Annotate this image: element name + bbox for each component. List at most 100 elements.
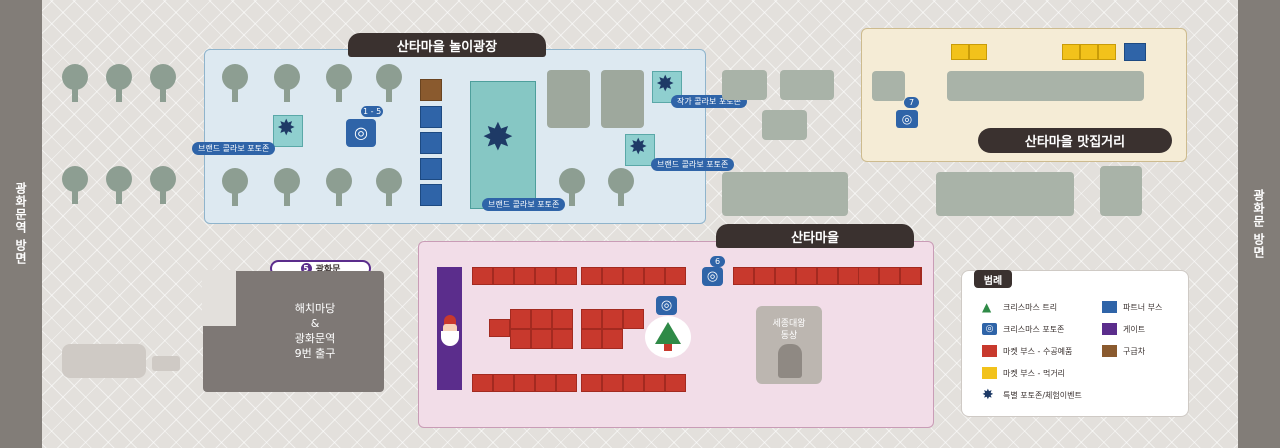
legend-item-label: 게이트 [1123, 324, 1146, 334]
tree [376, 64, 402, 104]
santa-face [443, 324, 457, 334]
building [722, 172, 848, 216]
craft-booth [535, 374, 556, 392]
craft-booth [623, 267, 644, 285]
partner-booth [1124, 43, 1146, 61]
camera-icon: ◎ [346, 119, 376, 147]
tree [274, 64, 300, 104]
building [872, 71, 905, 101]
legend-item-label: 마켓 부스 - 수공예품 [1003, 346, 1073, 356]
craft-booth [644, 374, 665, 392]
craft-booth [602, 267, 623, 285]
craft-booth [489, 319, 510, 337]
food-booth [969, 44, 987, 60]
red-square [982, 345, 997, 357]
building [722, 70, 767, 100]
building [780, 70, 834, 100]
legend-item-label: 파트너 부스 [1123, 302, 1163, 312]
tree [326, 168, 352, 208]
craft-booth [531, 329, 552, 349]
purple-square [1102, 323, 1117, 335]
legend-item: 마켓 부스 - 수공예품 [982, 345, 1072, 357]
legend-item-label: 크리스마스 포토존 [1003, 324, 1065, 334]
right-direction-band: 광화문 방면 [1238, 0, 1280, 448]
craft-booth [900, 267, 921, 285]
burst-icon: ✸ [482, 115, 514, 159]
craft-booth [472, 267, 493, 285]
haechi-madang-label: 해치마당 & 광화문역 9번 출구 [294, 302, 336, 360]
camera-icon: ◎ [982, 323, 997, 335]
food-booth [1080, 44, 1098, 60]
building [762, 110, 807, 140]
camera-number-label: 6 [710, 256, 725, 267]
statue-figure [778, 344, 802, 378]
craft-booth [858, 267, 879, 285]
photo-zone-box [625, 134, 655, 166]
craft-booth [623, 309, 644, 329]
burst-icon: ✸ [629, 135, 648, 160]
tree [150, 64, 176, 104]
central-photo-zone [470, 81, 536, 209]
food-booth [951, 44, 969, 60]
building [547, 70, 590, 128]
craft-booth [665, 267, 686, 285]
camera-number-label: 1 - 5 [361, 106, 384, 117]
brand-collab-photo-tag: 브랜드 콜라보 포토존 [192, 142, 276, 155]
food-booth [1098, 44, 1116, 60]
santa-hat [444, 315, 456, 325]
tree [150, 166, 176, 206]
legend-item: ◎ 크리스마스 포토존 [982, 323, 1064, 335]
craft-booth [510, 329, 531, 349]
statue-label: 세종대왕 동상 [772, 319, 806, 341]
left-direction-label: 광화문역 방면 [13, 182, 28, 266]
underground-structure [152, 356, 180, 371]
tree [106, 64, 132, 104]
partner-booth [420, 106, 442, 128]
craft-booth [733, 267, 754, 285]
craft-booth [493, 267, 514, 285]
building [601, 70, 644, 128]
craft-booth [510, 309, 531, 329]
craft-booth [493, 374, 514, 392]
sejong-statue: 세종대왕 동상 [756, 306, 822, 384]
tree [608, 168, 634, 208]
craft-booth [665, 374, 686, 392]
legend-item: ✸ 특별 포토존/체험이벤트 [982, 387, 1082, 403]
tree [559, 168, 585, 208]
exit-label-text: 광화문 [315, 265, 341, 275]
camera-number-label: 7 [904, 97, 919, 108]
craft-booth [514, 374, 535, 392]
tree [326, 64, 352, 104]
camera-icon: ◎ [896, 110, 918, 128]
food-booth [1062, 44, 1080, 60]
right-direction-label: 광화문 방면 [1251, 188, 1266, 260]
legend-item: 게이트 [1102, 323, 1145, 335]
food-street-title: 산타마을 맛집거리 [978, 128, 1172, 153]
craft-booth [796, 267, 817, 285]
craft-booth [531, 309, 552, 329]
partner-booth [420, 158, 442, 180]
haechi-madang-area: 해치마당 & 광화문역 9번 출구 [202, 270, 384, 392]
craft-booth [556, 267, 577, 285]
craft-booth [514, 267, 535, 285]
legend-item-label: 마켓 부스 - 먹거리 [1003, 368, 1066, 378]
legend-item: ▲크리스마스 트리 [982, 301, 1057, 313]
craft-booth [472, 374, 493, 392]
santa-beard [441, 331, 459, 346]
legend-item-label: 특별 포토존/체험이벤트 [1003, 390, 1082, 400]
craft-booth [556, 374, 577, 392]
craft-booth [838, 267, 859, 285]
craft-booth [535, 267, 556, 285]
craft-booth [644, 267, 665, 285]
blue-square [1102, 301, 1117, 313]
burst-icon: ✸ [982, 387, 994, 403]
burst-icon: ✸ [277, 116, 296, 141]
camera-icon: ◎ [656, 296, 677, 315]
partner-booth [420, 184, 442, 206]
craft-booth [754, 267, 775, 285]
legend-item-label: 크리스마스 트리 [1003, 302, 1058, 312]
brown-square [1102, 345, 1117, 357]
ambulance-booth [420, 79, 442, 101]
